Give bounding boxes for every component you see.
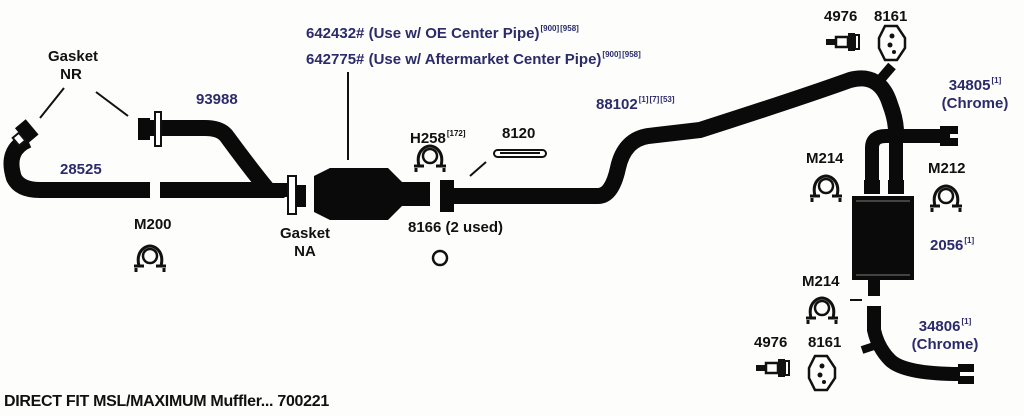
catalytic-converter[interactable] xyxy=(314,72,430,220)
clamp-icon xyxy=(928,184,964,214)
part-finish: (Chrome) xyxy=(941,95,1009,112)
part-number: 88102 xyxy=(596,96,638,113)
part-m200[interactable]: M200 xyxy=(134,216,172,233)
part-4976-top[interactable]: 4976 xyxy=(824,8,858,25)
part-number: 8166 xyxy=(408,219,442,236)
footnote: [53] xyxy=(660,95,675,104)
part-2056[interactable]: 2056[1] xyxy=(930,232,974,255)
rubber-isolator-icon xyxy=(807,354,837,392)
footnote: [958] xyxy=(622,50,641,59)
gasket-na-line2: NA xyxy=(294,243,316,260)
gasket-nr-label: Gasket NR xyxy=(48,48,99,84)
part-8166[interactable]: 8166 (2 used) xyxy=(408,219,503,237)
part-m214-bottom[interactable]: M214 xyxy=(802,273,840,290)
clamp-icon xyxy=(132,244,168,274)
part-642775[interactable]: 642775# (Use w/ Aftermarket Center Pipe)… xyxy=(306,46,641,69)
footnote: [1] xyxy=(638,95,649,104)
part-finish: (Chrome) xyxy=(911,336,979,353)
part-number: 642432# xyxy=(306,25,365,42)
part-number: 34806 xyxy=(918,318,961,335)
part-8161-bottom[interactable]: 8161 xyxy=(808,334,842,351)
part-desc: (Use w/ Aftermarket Center Pipe) xyxy=(364,51,602,68)
muffler-2056[interactable] xyxy=(850,126,958,301)
gasket-na-line1: Gasket xyxy=(280,225,331,242)
tailpipe-34806[interactable] xyxy=(860,306,974,384)
gasket-na-label: Gasket NA xyxy=(280,225,330,261)
pipe-93988[interactable] xyxy=(138,111,288,198)
leader-line xyxy=(95,91,129,117)
part-28525[interactable]: 28525 xyxy=(60,161,102,178)
part-number: H258 xyxy=(410,130,446,147)
part-642432[interactable]: 642432# (Use w/ OE Center Pipe)[900][958… xyxy=(306,20,579,43)
part-8161-top[interactable]: 8161 xyxy=(874,8,908,25)
diagram-title: DIRECT FIT MSL/MAXIMUM Muffler... 700221 xyxy=(4,393,329,410)
footnote: [1] xyxy=(961,317,972,326)
footnote: [1] xyxy=(991,76,1002,85)
clamp-icon xyxy=(412,144,448,174)
part-number: 642775# xyxy=(306,51,365,68)
part-m214-top[interactable]: M214 xyxy=(806,150,844,167)
flange-gasket-icon xyxy=(287,175,297,215)
part-8120[interactable]: 8120 xyxy=(502,125,536,142)
part-qty: (2 used) xyxy=(441,219,504,236)
pipe-28525[interactable] xyxy=(3,119,150,198)
part-34806[interactable]: 34806[1] (Chrome) xyxy=(900,313,990,354)
part-93988[interactable]: 93988 xyxy=(196,91,238,108)
footnote: [958] xyxy=(560,24,579,33)
hanger-bolt-icon xyxy=(824,31,861,53)
hanger-bolt-icon xyxy=(754,357,791,379)
pipe-88102[interactable] xyxy=(454,62,904,204)
part-desc: (Use w/ OE Center Pipe) xyxy=(364,25,540,42)
clamp-icon xyxy=(808,174,844,204)
part-34805[interactable]: 34805[1] (Chrome) xyxy=(930,72,1020,113)
part-h258[interactable]: H258[172] xyxy=(410,125,466,148)
gasket-nr-line1: Gasket xyxy=(48,48,99,65)
bracket-strap-icon xyxy=(469,149,547,177)
footnote: [172] xyxy=(446,129,466,138)
rubber-isolator-icon xyxy=(877,24,907,62)
part-number: 34805 xyxy=(948,77,991,94)
gasket-nr-line2: NR xyxy=(60,66,82,83)
footnote: [7] xyxy=(649,95,660,104)
footnote: [900] xyxy=(540,24,560,33)
part-number: 2056 xyxy=(930,237,964,254)
clamp-icon xyxy=(804,296,840,326)
part-m212[interactable]: M212 xyxy=(928,160,966,177)
part-88102[interactable]: 88102[1][7][53] xyxy=(596,91,675,114)
footnote: [1] xyxy=(964,236,975,245)
footnote: [900] xyxy=(602,50,622,59)
part-4976-bottom[interactable]: 4976 xyxy=(754,334,788,351)
leader-line xyxy=(39,87,65,119)
ring-gasket-icon xyxy=(431,249,449,267)
